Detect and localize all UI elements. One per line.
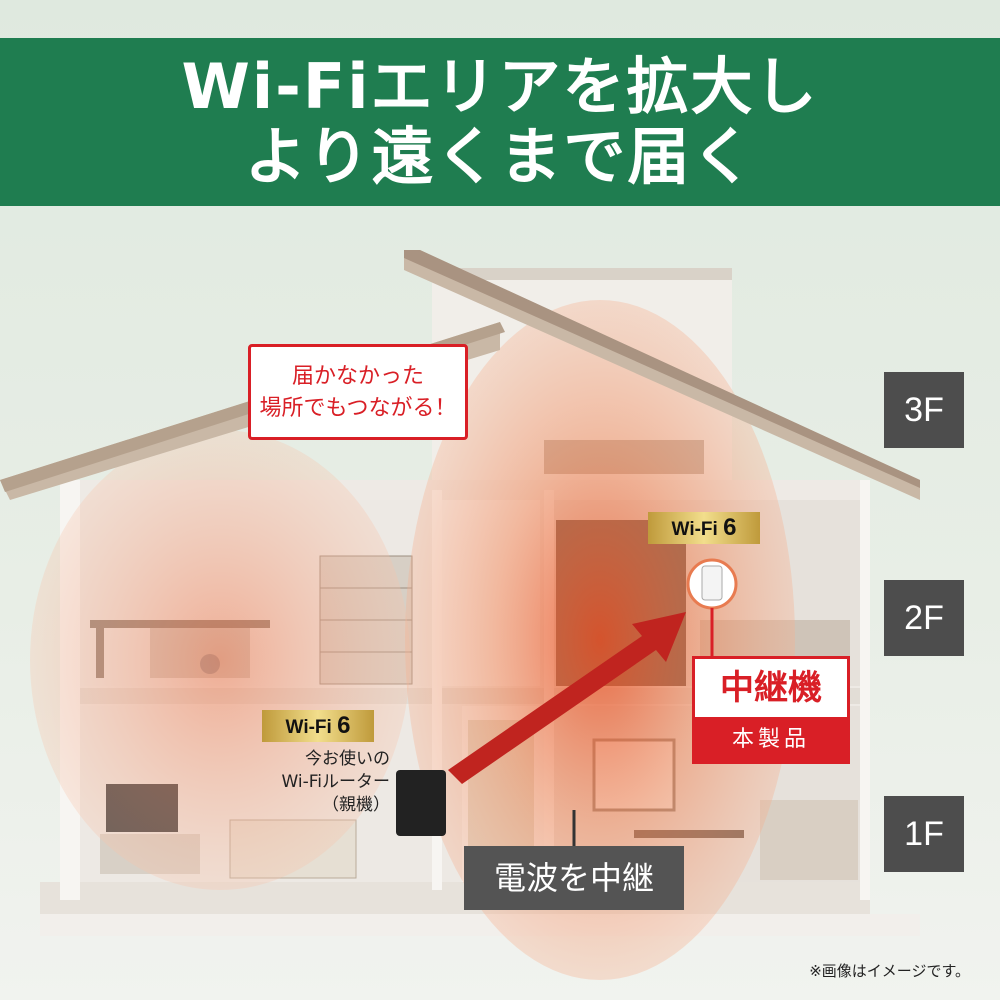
repeater-label-box: 中継機 本製品: [692, 656, 850, 764]
repeater-subtitle: 本製品: [695, 717, 847, 763]
floor-label-2f: 2F: [884, 580, 964, 656]
router-label-line-1: 今お使いの: [305, 749, 390, 769]
callout-line-2: 場所でもつながる！: [259, 396, 457, 421]
wifi6-badge-prefix: Wi-Fi: [671, 519, 724, 540]
router-label: 今お使いの Wi-Fiルーター （親機）: [240, 748, 390, 817]
headline-line-1: Wi-Fiエリアを拡大し: [181, 50, 819, 123]
floor-label-3f: 3F: [884, 372, 964, 448]
headline-banner: Wi-Fiエリアを拡大し より遠くまで届く: [0, 38, 1000, 206]
footnote: ※画像はイメージです。: [809, 962, 970, 980]
callout-bubble: 届かなかった 場所でもつながる！: [248, 344, 468, 440]
relay-label: 電波を中継: [464, 846, 684, 910]
repeater-signal-area: [405, 300, 795, 980]
router-label-line-2: Wi-Fiルーター: [281, 772, 390, 792]
floor-label-1f: 1F: [884, 796, 964, 872]
wifi6-badge-router: Wi-Fi 6: [262, 710, 374, 742]
headline-line-2: より遠くまで届く: [244, 120, 756, 193]
repeater-device: [686, 558, 738, 610]
wifi6-badge-number: 6: [337, 712, 351, 739]
wifi6-badge-prefix: Wi-Fi: [285, 717, 338, 738]
relay-arrow: [448, 612, 686, 784]
router-device: [396, 770, 446, 836]
router-signal-area: [30, 430, 410, 890]
callout-line-1: 届かなかった: [291, 364, 424, 389]
repeater-title: 中継機: [720, 668, 822, 708]
router-label-line-3: （親機）: [322, 795, 390, 815]
wifi6-badge-repeater: Wi-Fi 6: [648, 512, 760, 544]
wifi6-badge-number: 6: [723, 514, 737, 541]
